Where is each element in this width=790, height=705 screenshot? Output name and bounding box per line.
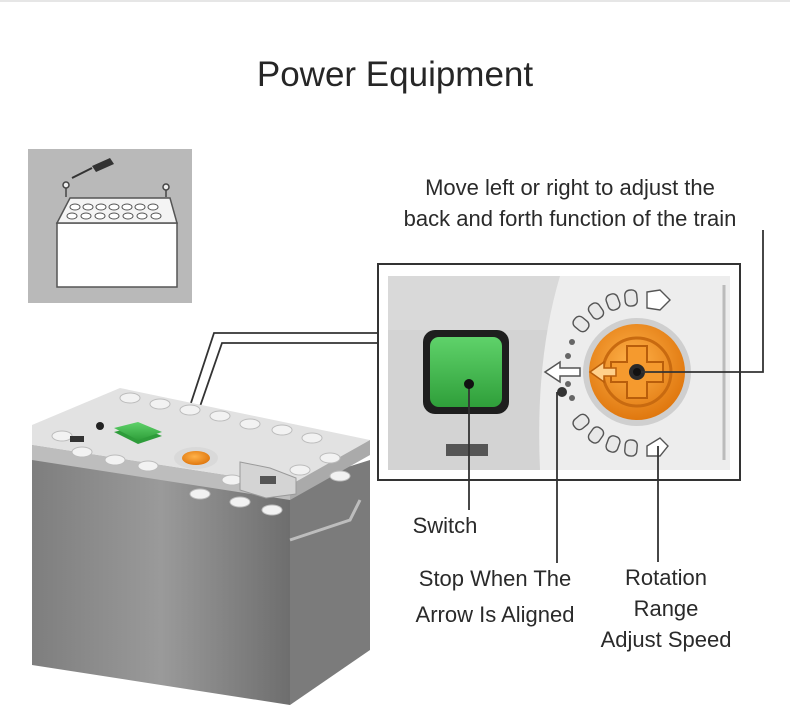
direction-callout: Move left or right to adjust the back an… — [403, 175, 737, 231]
zoom-leader-line — [187, 332, 378, 413]
rotation-callout: Rotation Range Adjust Speed — [600, 565, 732, 652]
top-divider — [0, 0, 790, 2]
page-title: Power Equipment — [256, 55, 534, 94]
switch-callout: Switch — [412, 513, 478, 538]
battery-install-thumbnail — [28, 149, 192, 303]
stop-callout: Stop When The Arrow Is Aligned — [415, 566, 575, 627]
direction-leader-line — [637, 230, 764, 373]
battery-box — [32, 388, 370, 705]
